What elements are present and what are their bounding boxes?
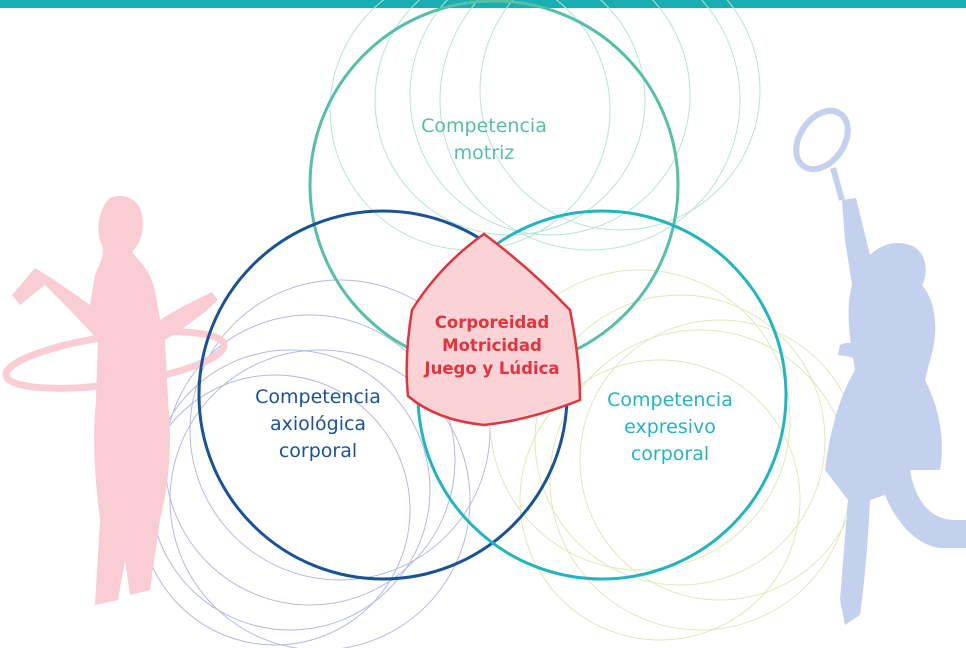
- tennis-player-silhouette: [793, 107, 966, 625]
- label-core-line-2: Motricidad: [442, 336, 542, 355]
- label-core: Corporeidad Motricidad Juego y Lúdica: [412, 311, 572, 380]
- label-core-line-3: Juego y Lúdica: [424, 359, 560, 378]
- label-motriz-line-1: Competencia: [421, 115, 547, 137]
- label-expresivo-line-3: corporal: [630, 443, 710, 465]
- label-motriz-line-2: motriz: [453, 142, 515, 164]
- label-competencia-axiologica: Competencia axiológica corporal: [238, 384, 398, 465]
- decorative-rings-left: [139, 279, 491, 648]
- label-expresivo-line-1: Competencia: [607, 389, 733, 411]
- hula-hoop-girl-silhouette: [2, 195, 228, 605]
- label-expresivo-line-2: expresivo: [624, 416, 716, 438]
- label-competencia-expresivo: Competencia expresivo corporal: [590, 387, 750, 468]
- top-accent-bar: [0, 0, 966, 8]
- label-axiologica-line-1: Competencia: [255, 386, 381, 408]
- label-competencia-motriz: Competencia motriz: [404, 113, 564, 167]
- label-core-line-1: Corporeidad: [434, 313, 550, 332]
- core-intersection-shape: [405, 232, 582, 427]
- label-axiologica-line-2: axiológica: [269, 413, 367, 435]
- label-axiologica-line-3: corporal: [278, 440, 358, 462]
